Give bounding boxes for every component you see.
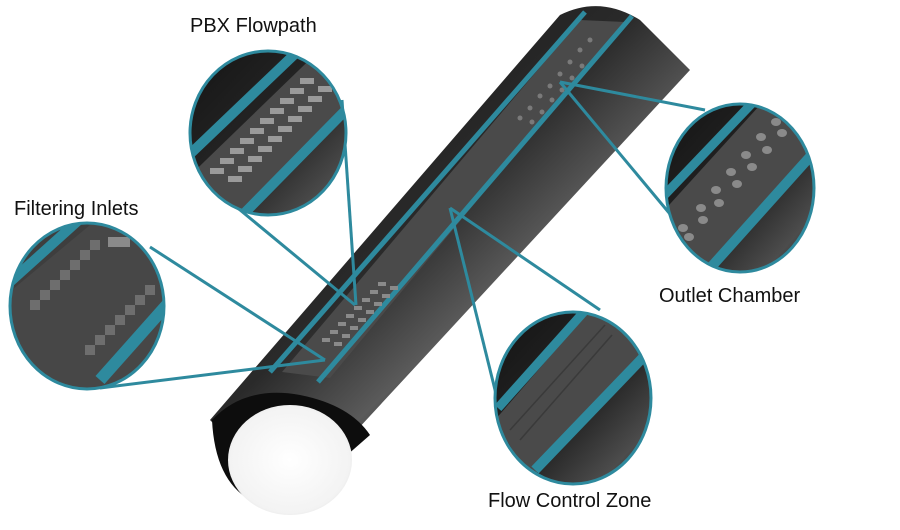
label-pbx-flowpath: PBX Flowpath: [190, 15, 317, 37]
label-filtering-inlets: Filtering Inlets: [14, 198, 139, 220]
drip-tube: [210, 6, 690, 515]
tube-pbx-teeth: [322, 282, 398, 346]
magnifier-ring: [8, 221, 166, 391]
emitter-strip: [282, 20, 625, 378]
tube-outlet-dots: [517, 37, 593, 125]
magnifier-ring: [493, 310, 653, 486]
callout-connectors: [99, 80, 706, 411]
magnifier-ring: [664, 102, 816, 274]
label-flow-control-zone: Flow Control Zone: [488, 490, 652, 512]
callout-outlet-chamber: [664, 102, 816, 274]
magnifier-ring: [188, 49, 348, 217]
callout-flow-control-zone: [493, 310, 653, 486]
callout-filtering-inlets: [8, 221, 166, 391]
tube-bore: [228, 405, 352, 515]
label-outlet-chamber: Outlet Chamber: [659, 285, 801, 307]
callout-pbx-flowpath: [188, 49, 348, 217]
